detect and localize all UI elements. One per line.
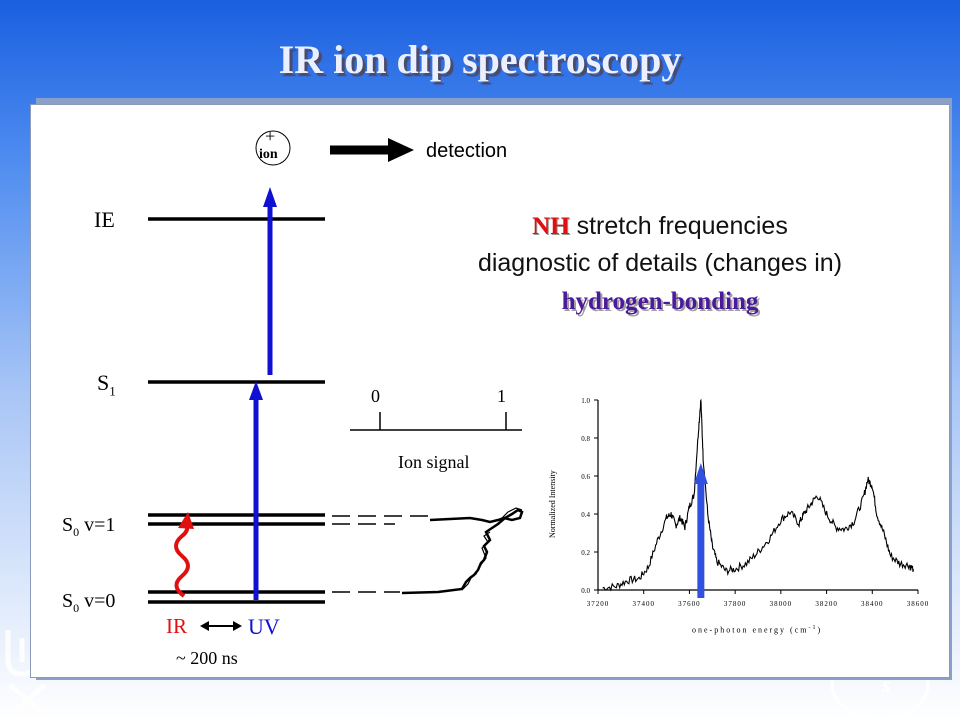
message-line-2: diagnostic of details (changes in): [477, 249, 843, 277]
dashed-connectors: [332, 515, 428, 593]
level-label-s0-v1: S0 v=1: [62, 514, 116, 539]
spectrum-series-line: [602, 398, 914, 592]
ion-signal-tick-0: 0: [371, 386, 380, 406]
spectrum-ytick-label: 0.2: [581, 549, 590, 557]
content-panel: [30, 104, 950, 678]
delay-arrow-left-head: [200, 621, 209, 631]
nh-highlight: NH: [532, 213, 570, 240]
level-label-s1: S1: [97, 370, 116, 399]
level-label-ie: IE: [94, 207, 115, 232]
spectrum-xtick-label: 37400: [632, 600, 655, 608]
ion-signal-label: Ion signal: [398, 452, 470, 472]
spectrum-ytick-label: 0.4: [581, 511, 590, 519]
uv-label: UV: [248, 614, 280, 639]
level-label-s0-v0: S0 v=0: [62, 590, 116, 615]
ion-circle: [255, 130, 291, 166]
detection-label: detection: [426, 140, 508, 162]
slide-title: IR ion dip spectroscopy: [278, 37, 682, 82]
message-line-3: hydrogen-bonding: [400, 287, 920, 316]
ir-label: IR: [166, 614, 187, 638]
ion-plus-sign: +: [265, 126, 276, 146]
svg-text:s: s: [881, 672, 891, 697]
spectrum-xtick-label: 38000: [770, 600, 793, 608]
uv-arrow-upper-head: [263, 187, 277, 207]
delay-arrow-right-head: [233, 621, 242, 631]
spectrum-ytick-label: 0.6: [581, 473, 590, 481]
ir-arrow-head: [178, 512, 194, 529]
spectrum-xlabel: one-photon energy (cm-1): [692, 625, 823, 635]
ir-wavy-arrow: [174, 521, 190, 598]
detection-arrow-head: [388, 138, 414, 162]
spectrum-xtick-label: 38400: [861, 600, 884, 608]
spectrum-xtick-label: 38600: [907, 600, 930, 608]
uv-arrow-lower-head: [249, 381, 263, 400]
spectrum-ylabel: Normalized Intensity: [548, 470, 557, 538]
message-line-1: NH stretch frequencies: [532, 212, 788, 240]
spectrum-xtick-label: 37200: [587, 600, 610, 608]
spectrum-ytick-label: 0.0: [581, 587, 590, 595]
ion-signal-tick-1: 1: [497, 386, 506, 406]
ion-label: ion: [259, 147, 278, 162]
spectrum-ytick-label: 1.0: [581, 397, 590, 405]
spectrum-xtick-label: 37800: [724, 600, 747, 608]
spectrum-xtick-label: 38200: [815, 600, 838, 608]
spectrum-marker-arrow-head: [693, 463, 708, 484]
delay-label: ~ 200 ns: [176, 648, 238, 668]
spectrum-ytick-label: 0.8: [581, 435, 590, 443]
spectrum-xtick-label: 37600: [678, 600, 701, 608]
hydrogen-bonding-highlight: hydrogen-bonding: [561, 288, 759, 315]
